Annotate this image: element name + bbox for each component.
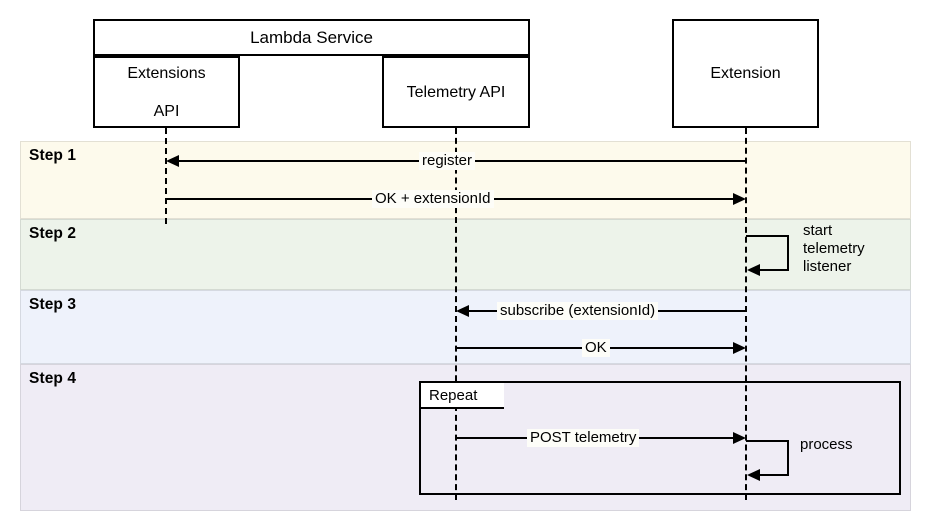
- selfcall-process-top: [746, 440, 789, 442]
- step-band-2: Step 2: [20, 219, 911, 290]
- step-3-label: Step 3: [29, 296, 77, 313]
- message-post-telemetry-label: POST telemetry: [527, 429, 640, 447]
- participant-extension-label: Extension: [710, 65, 781, 82]
- step-4-label: Step 4: [29, 370, 77, 387]
- selfcall-process-bottom: [760, 474, 789, 476]
- message-register-arrowhead: [166, 155, 179, 167]
- message-post-telemetry-arrowhead: [733, 432, 746, 444]
- selfcall-line-3: listener: [803, 258, 852, 275]
- step-2-label: Step 2: [29, 225, 77, 242]
- repeat-frame-label: Repeat: [429, 386, 478, 404]
- step-band-3: Step 3: [20, 290, 911, 364]
- message-ok-extensionid-label: OK + extensionId: [372, 190, 494, 208]
- participant-extension: Extension: [672, 19, 819, 128]
- message-subscribe-arrowhead: [456, 305, 469, 317]
- repeat-frame-tab: Repeat: [419, 381, 504, 409]
- message-ok-extensionid-arrowhead: [733, 193, 746, 205]
- participant-telemetry-api: Telemetry API: [382, 56, 530, 128]
- selfcall-start-listener-arrowhead: [747, 264, 760, 276]
- selfcall-start-listener-right: [787, 235, 789, 271]
- selfcall-process-right: [787, 440, 789, 476]
- selfcall-start-listener-bottom: [760, 269, 789, 271]
- participant-lambda-service: Lambda Service: [93, 19, 530, 56]
- participant-telemetry-api-label: Telemetry API: [406, 83, 506, 101]
- selfcall-line-2: telemetry: [803, 240, 865, 257]
- message-subscribe-label: subscribe (extensionId): [497, 302, 659, 320]
- participant-lambda-service-label: Lambda Service: [250, 28, 373, 47]
- selfcall-process-label: process: [800, 436, 853, 453]
- repeat-frame: [419, 381, 901, 495]
- message-ok-arrowhead: [733, 342, 746, 354]
- lifeline-extension: [745, 128, 747, 500]
- selfcall-line-1: start: [803, 222, 833, 239]
- message-ok-label: OK: [582, 339, 610, 357]
- selfcall-start-listener-top: [746, 235, 789, 237]
- lifeline-extensions-api: [165, 128, 167, 224]
- step-1-label: Step 1: [29, 147, 77, 164]
- selfcall-start-listener-label: start telemetry listener: [803, 222, 865, 276]
- selfcall-process-arrowhead: [747, 469, 760, 481]
- message-register-label: register: [419, 152, 476, 170]
